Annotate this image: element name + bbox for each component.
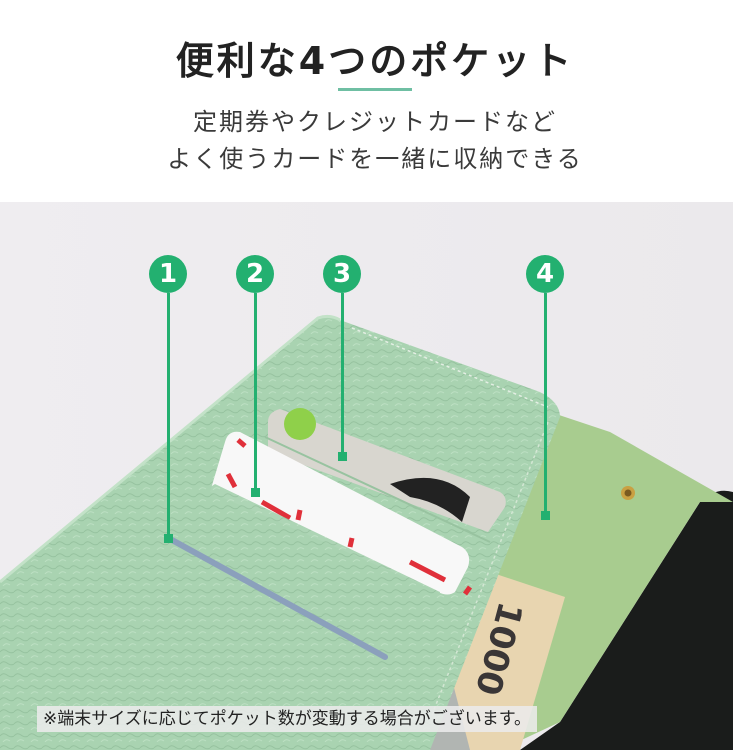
subtitle-line-2: よく使うカードを一緒に収納できる: [167, 145, 583, 173]
disclaimer-note: ※端末サイズに応じてポケット数が変動する場合がございます。: [37, 706, 538, 732]
marker-1-badge: 1: [149, 255, 187, 293]
marker-1-point: [164, 534, 173, 543]
case-illustration: 1000: [0, 314, 733, 750]
marker-4-line: [544, 293, 547, 513]
marker-3-number: 3: [332, 259, 352, 289]
page-title: 便利な4つのポケット: [175, 39, 575, 83]
marker-3-line: [341, 293, 344, 458]
title-underline: [338, 88, 412, 91]
subtitle-line-1: 定期券やクレジットカードなど: [193, 108, 557, 136]
marker-2-point: [251, 488, 260, 497]
product-photo: 1000 1 2 3 4: [0, 202, 733, 750]
marker-4-badge: 4: [526, 255, 564, 293]
subtitle: 定期券やクレジットカードなど よく使うカードを一緒に収納できる: [0, 104, 750, 178]
marker-2-number: 2: [245, 259, 265, 289]
header-section: 便利な4つのポケット 定期券やクレジットカードなど よく使うカードを一緒に収納で…: [0, 0, 750, 202]
marker-4-point: [541, 511, 550, 520]
marker-3-point: [338, 452, 347, 461]
marker-4-number: 4: [535, 259, 555, 289]
marker-2-badge: 2: [236, 255, 274, 293]
marker-1-line: [167, 293, 170, 539]
marker-3-badge: 3: [323, 255, 361, 293]
marker-1-number: 1: [158, 259, 178, 289]
marker-2-line: [254, 293, 257, 493]
